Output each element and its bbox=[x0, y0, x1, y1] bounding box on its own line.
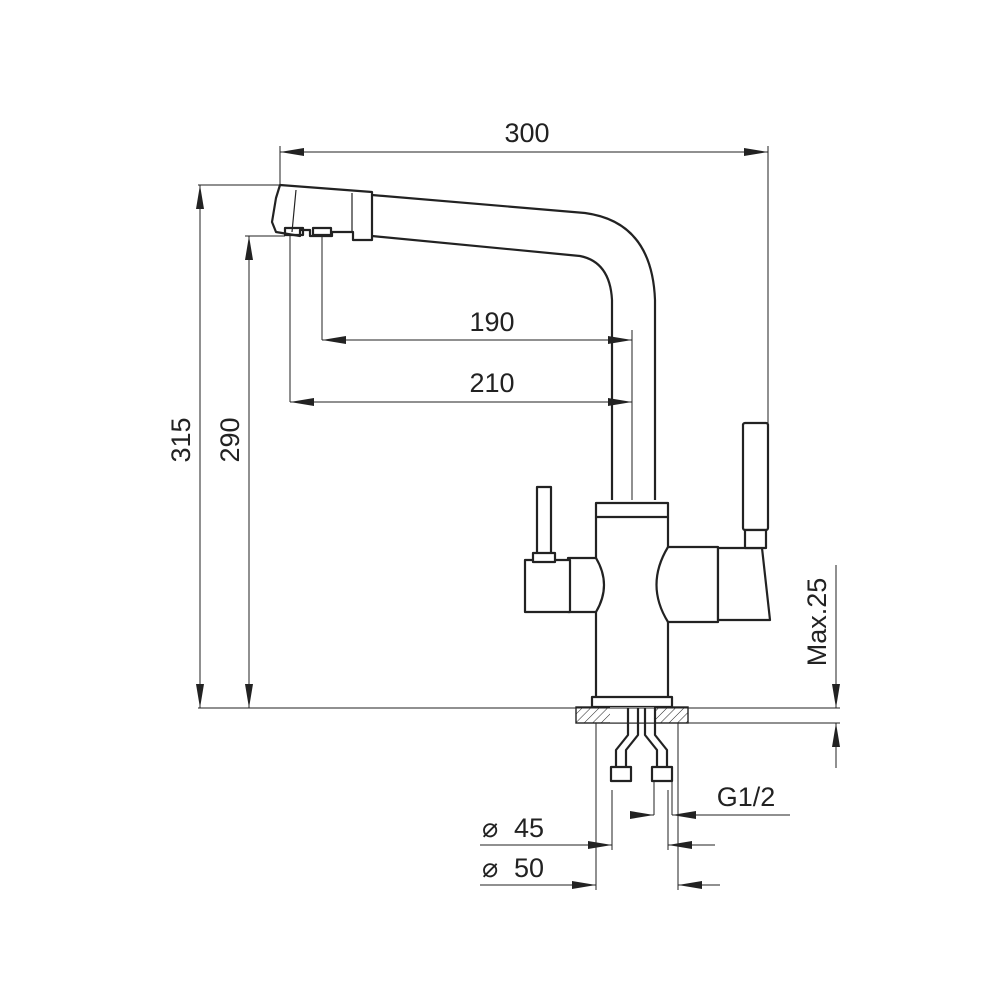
left-handle-block bbox=[566, 556, 606, 614]
dim-label-max25: Max.25 bbox=[802, 578, 832, 667]
dimension-315: 315 bbox=[166, 185, 204, 708]
left-lever bbox=[535, 485, 553, 557]
right-handle-cap bbox=[716, 546, 772, 622]
dimension-max25: Max.25 bbox=[802, 565, 840, 768]
extension-lines bbox=[198, 146, 840, 890]
body-collar bbox=[594, 501, 670, 519]
dim-label-290: 290 bbox=[215, 417, 245, 462]
hose-right bbox=[643, 708, 669, 768]
right-lever-base bbox=[743, 528, 768, 550]
hose-left-fitting bbox=[609, 765, 633, 783]
dim-label-210: 210 bbox=[469, 368, 514, 398]
dim-label-d45: 45 bbox=[514, 813, 544, 843]
dimension-290: 290 bbox=[215, 236, 253, 708]
dim-label-190: 190 bbox=[469, 307, 514, 337]
dimension-g12: G1/2 bbox=[630, 782, 790, 819]
dim-label-315: 315 bbox=[166, 417, 196, 462]
spout-head-seam bbox=[291, 189, 297, 233]
dimension-300: 300 bbox=[280, 118, 768, 156]
spout-head bbox=[270, 183, 374, 242]
countertop-hole bbox=[610, 707, 654, 723]
faucet-outline bbox=[270, 183, 772, 783]
left-lever-base bbox=[531, 551, 557, 564]
dimension-210: 210 bbox=[290, 368, 632, 406]
dimension-d50: ⌀ 50 bbox=[480, 853, 720, 889]
dimension-d45: ⌀ 45 bbox=[480, 813, 715, 849]
diameter-symbol-50: ⌀ bbox=[482, 853, 498, 883]
main-body bbox=[594, 517, 670, 705]
hose-right-fitting bbox=[650, 765, 674, 783]
spout-upper-edge bbox=[371, 193, 657, 500]
base-flange bbox=[590, 695, 674, 709]
right-handle-block bbox=[655, 545, 720, 624]
dim-label-g12: G1/2 bbox=[717, 782, 776, 812]
dim-label-300: 300 bbox=[504, 118, 549, 148]
right-lever bbox=[741, 421, 770, 532]
hose-left bbox=[614, 708, 640, 768]
nozzle-outer bbox=[283, 226, 305, 237]
dim-label-d50: 50 bbox=[514, 853, 544, 883]
spout-lower-edge bbox=[371, 234, 614, 500]
dimension-190: 190 bbox=[322, 307, 632, 344]
nozzle-inner bbox=[311, 226, 333, 237]
diameter-symbol-45: ⌀ bbox=[482, 813, 498, 843]
left-handle-cap bbox=[523, 558, 572, 614]
